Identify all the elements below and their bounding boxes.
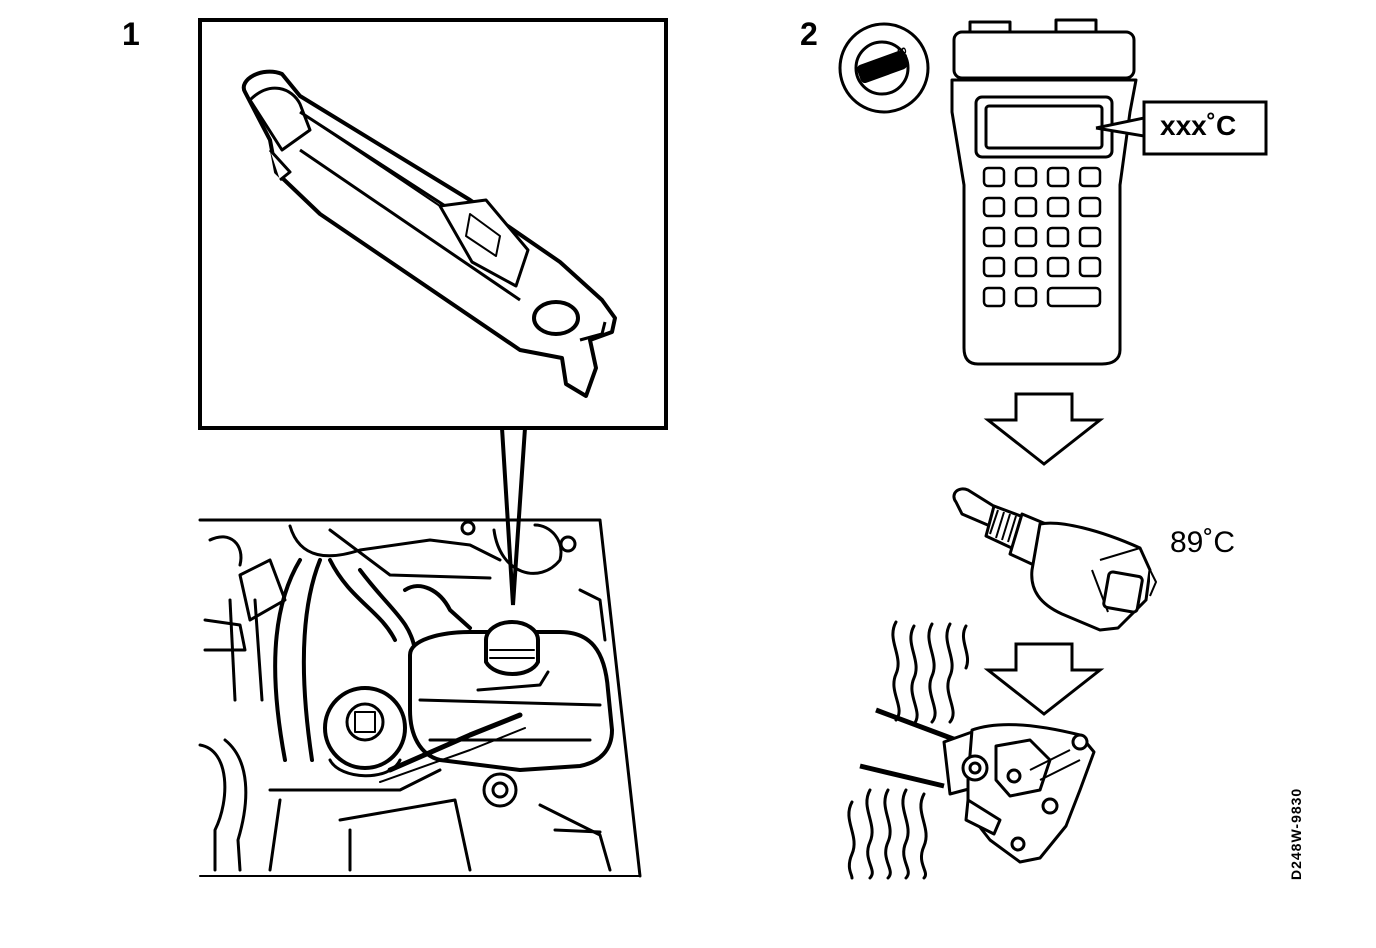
- clip-adapter-drawing: [241, 69, 617, 398]
- cooling-fan-actuator-drawing: [859, 707, 1096, 864]
- tester-display-readout: xxx˚C: [1160, 110, 1237, 141]
- hand-held-tester-drawing: [950, 18, 1138, 366]
- step-number-1: 1: [122, 16, 140, 52]
- display-callout: [1095, 100, 1268, 156]
- ignition-switch-icon: [838, 22, 930, 114]
- step-number-2: 2: [800, 16, 818, 52]
- down-arrow-icon: [983, 642, 1105, 716]
- sensor-temperature-label: 89˚C: [1170, 526, 1236, 559]
- down-arrow-icon: [983, 392, 1105, 466]
- engine-bay-drawing: [198, 518, 642, 878]
- airflow-lines: [847, 620, 969, 880]
- figure-code: D248W-9830: [1288, 787, 1304, 880]
- ignition-position-label: ST: [894, 46, 911, 64]
- temperature-sensor-drawing: [952, 487, 1157, 632]
- tester-keypad: [982, 166, 1102, 308]
